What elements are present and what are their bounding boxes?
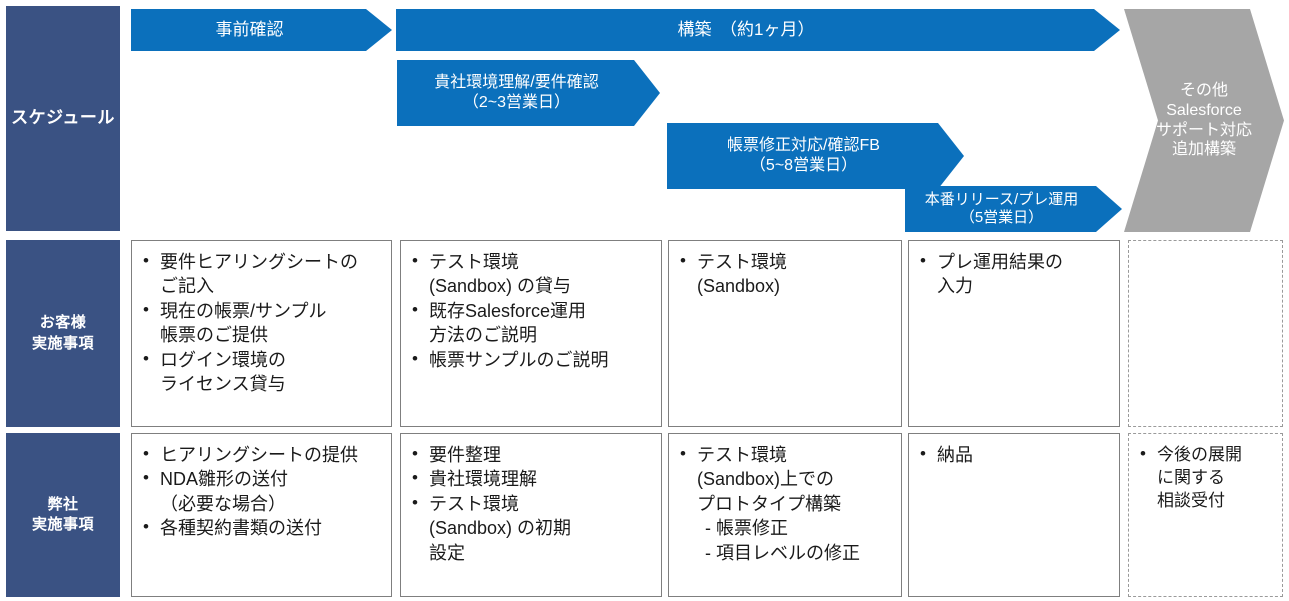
arrow-other-support-line-1: Salesforce [1166, 101, 1242, 119]
list-item: ライセンス貸与 [160, 373, 286, 394]
list-item: 既存Salesforce運用 [409, 299, 653, 323]
list-item: 現在の帳票/サンプル [140, 299, 383, 323]
row-label-schedule-line-0: スケジュール [11, 108, 115, 128]
cell-customer-col5 [1128, 240, 1283, 427]
list-item: 帳票のご提供 [160, 325, 268, 346]
arrow-other-support-line-3: 追加構築 [1171, 141, 1236, 159]
list-item: 入力 [937, 276, 973, 297]
arrow-build-line-0: 構築 （約1ヶ月） [677, 19, 815, 39]
list-item: (Sandbox) [697, 276, 781, 297]
cell-customer-col1: 要件ヒアリングシートのご記入現在の帳票/サンプル帳票のご提供ログイン環境のライセ… [131, 240, 392, 427]
cell-vendor-col1: ヒアリングシートの提供NDA雛形の送付（必要な場合）各種契約書類の送付 [131, 433, 392, 597]
list-item: （必要な場合） [160, 493, 286, 514]
cell-customer-col3: テスト環境(Sandbox) [668, 240, 902, 427]
list-item: テスト環境 [677, 443, 893, 467]
list-item: ログイン環境の [140, 348, 383, 372]
arrow-build: 構築 （約1ヶ月） [396, 9, 1120, 51]
arrow-form-fix-feedback-line-1: （5~8営業日） [749, 157, 858, 174]
arrow-form-fix-feedback: 帳票修正対応/確認FB （5~8営業日） [667, 123, 964, 189]
arrow-env-understanding: 貴社環境理解/要件確認 （2~3営業日） [397, 60, 660, 126]
list-item: (Sandbox) の初期 [429, 518, 572, 539]
list-item: (Sandbox) の貸与 [429, 276, 572, 297]
arrow-pre-check: 事前確認 [131, 9, 392, 51]
row-label-vendor-line-1: 実施事項 [31, 516, 94, 533]
list-item: 要件整理 [409, 443, 653, 467]
list-item: テスト環境 [409, 250, 653, 274]
arrow-pre-check-line-0: 事前確認 [215, 19, 284, 39]
list-item: テスト環境 [677, 250, 893, 274]
arrow-other-support-line-2: サポート対応 [1155, 121, 1252, 139]
list-item: 要件ヒアリングシートの [140, 250, 383, 274]
list-item: 帳票サンプルのご説明 [409, 348, 653, 372]
row-label-customer: お客様 実施事項 [6, 240, 120, 427]
cell-vendor-col4: 納品 [908, 433, 1120, 597]
arrow-production-release: 本番リリース/プレ運用 （5営業日） [905, 186, 1122, 232]
list-item: 今後の展開 [1137, 443, 1274, 466]
list-item: 貴社環境理解 [409, 467, 653, 491]
arrow-production-release-line-0: 本番リリース/プレ運用 [924, 190, 1079, 208]
bullet-list: テスト環境(Sandbox) [677, 250, 893, 299]
list-item: - 帳票修正 [705, 518, 788, 539]
list-item: プレ運用結果の [917, 250, 1111, 274]
list-item: テスト環境 [409, 492, 653, 516]
bullet-list: 要件ヒアリングシートのご記入現在の帳票/サンプル帳票のご提供ログイン環境のライセ… [140, 250, 383, 396]
bullet-list: 納品 [917, 443, 1111, 467]
arrow-env-understanding-line-1: （2~3営業日） [462, 94, 571, 111]
arrow-production-release-line-1: （5営業日） [959, 209, 1044, 226]
bullet-list: テスト環境(Sandbox) の貸与既存Salesforce運用方法のご説明帳票… [409, 250, 653, 372]
list-item: に関する [1157, 468, 1225, 488]
row-label-vendor-line-0: 弊社 [47, 495, 79, 513]
list-item: プロトタイプ構築 [697, 493, 841, 514]
list-item: 方法のご説明 [429, 325, 537, 346]
arrow-form-fix-feedback-line-0: 帳票修正対応/確認FB [727, 137, 880, 155]
list-item: - 項目レベルの修正 [705, 542, 860, 563]
row-label-vendor: 弊社 実施事項 [6, 433, 120, 597]
list-item: 相談受付 [1157, 491, 1225, 511]
cell-customer-col2: テスト環境(Sandbox) の貸与既存Salesforce運用方法のご説明帳票… [400, 240, 662, 427]
list-item: 設定 [429, 542, 465, 563]
bullet-list: ヒアリングシートの提供NDA雛形の送付（必要な場合）各種契約書類の送付 [140, 443, 383, 541]
row-label-customer-line-0: お客様 [39, 314, 87, 332]
arrow-other-support-line-0: その他 [1179, 82, 1228, 100]
list-item: 納品 [917, 443, 1111, 467]
row-label-customer-line-1: 実施事項 [31, 334, 94, 352]
list-item: 各種契約書類の送付 [140, 516, 383, 540]
list-item: NDA雛形の送付 [140, 467, 383, 491]
row-label-schedule: スケジュール [6, 6, 120, 231]
list-item: ヒアリングシートの提供 [140, 443, 383, 467]
list-item: ご記入 [160, 276, 214, 297]
arrow-other-support: その他 Salesforce サポート対応 追加構築 [1124, 9, 1284, 232]
list-item: (Sandbox)上での [697, 469, 835, 490]
arrow-env-understanding-line-0: 貴社環境理解/要件確認 [434, 74, 599, 92]
